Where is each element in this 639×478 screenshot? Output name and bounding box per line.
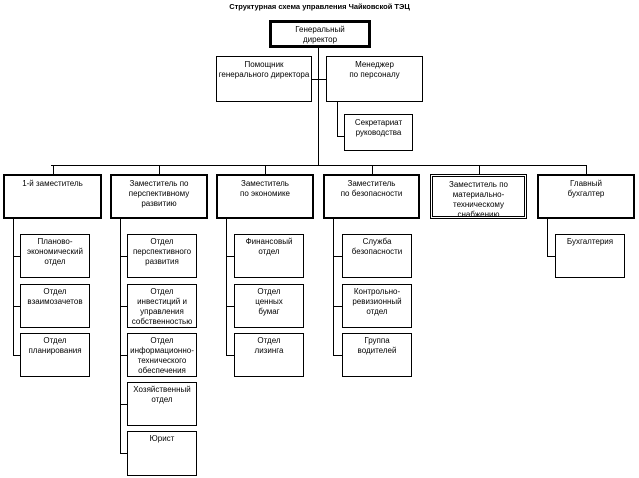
connector: [13, 256, 20, 257]
connector: [311, 79, 326, 80]
deputy-box: Заместитель по перспективному развитию: [110, 174, 208, 219]
department-box: Отдел лизинга: [234, 333, 304, 377]
connector: [372, 165, 373, 174]
connector: [226, 306, 234, 307]
connector: [337, 101, 338, 137]
connector: [547, 256, 555, 257]
connector: [120, 306, 127, 307]
connector: [120, 453, 127, 454]
general-director-box: Генеральный директор: [269, 20, 371, 48]
department-box: Юрист: [127, 431, 197, 476]
department-box: Планово- экономический отдел: [20, 234, 90, 278]
connector: [265, 165, 266, 174]
deputy-box: Заместитель по экономике: [216, 174, 314, 219]
chart-title: Структурная схема управления Чайковской …: [229, 2, 410, 11]
department-box: Отдел перспективного развития: [127, 234, 197, 278]
connector: [479, 165, 480, 174]
secretariat-box: Секретариат руководства: [344, 114, 413, 151]
connector: [333, 355, 342, 356]
connector: [318, 47, 319, 165]
connector: [333, 306, 342, 307]
connector: [547, 219, 548, 256]
connector: [53, 165, 54, 174]
department-box: Отдел инвестиций и управления собственно…: [127, 284, 197, 328]
department-box: Финансовый отдел: [234, 234, 304, 278]
deputy-box: Заместитель по безопасности: [323, 174, 420, 219]
connector: [337, 136, 344, 137]
connector: [120, 404, 127, 405]
connector: [13, 219, 14, 355]
deputy-box: 1-й заместитель: [3, 174, 102, 219]
connector: [226, 256, 234, 257]
department-box: Отдел информационно- технического обеспе…: [127, 333, 197, 377]
connector: [333, 256, 342, 257]
hr-manager-box: Менеджер по персоналу: [326, 56, 423, 102]
department-box: Отдел взаимозачетов: [20, 284, 90, 328]
connector: [120, 355, 127, 356]
connector: [120, 219, 121, 453]
connector: [333, 219, 334, 355]
deputy-box: Главный бухгалтер: [537, 174, 635, 219]
connector: [159, 165, 160, 174]
department-box: Группа водителей: [342, 333, 412, 377]
connector: [51, 165, 587, 166]
connector: [120, 256, 127, 257]
department-box: Отдел планирования: [20, 333, 90, 377]
assistant-box: Помощник генерального директора: [216, 56, 312, 102]
department-box: Контрольно- ревизионный отдел: [342, 284, 412, 328]
department-box: Бухгалтерия: [555, 234, 625, 278]
connector: [226, 219, 227, 355]
connector: [586, 165, 587, 174]
connector: [226, 355, 234, 356]
department-box: Отдел ценных бумаг: [234, 284, 304, 328]
deputy-box: Заместитель по материально- техническому…: [430, 174, 527, 219]
department-box: Хозяйственный отдел: [127, 382, 197, 426]
connector: [13, 355, 20, 356]
department-box: Служба безопасности: [342, 234, 412, 278]
connector: [13, 306, 20, 307]
